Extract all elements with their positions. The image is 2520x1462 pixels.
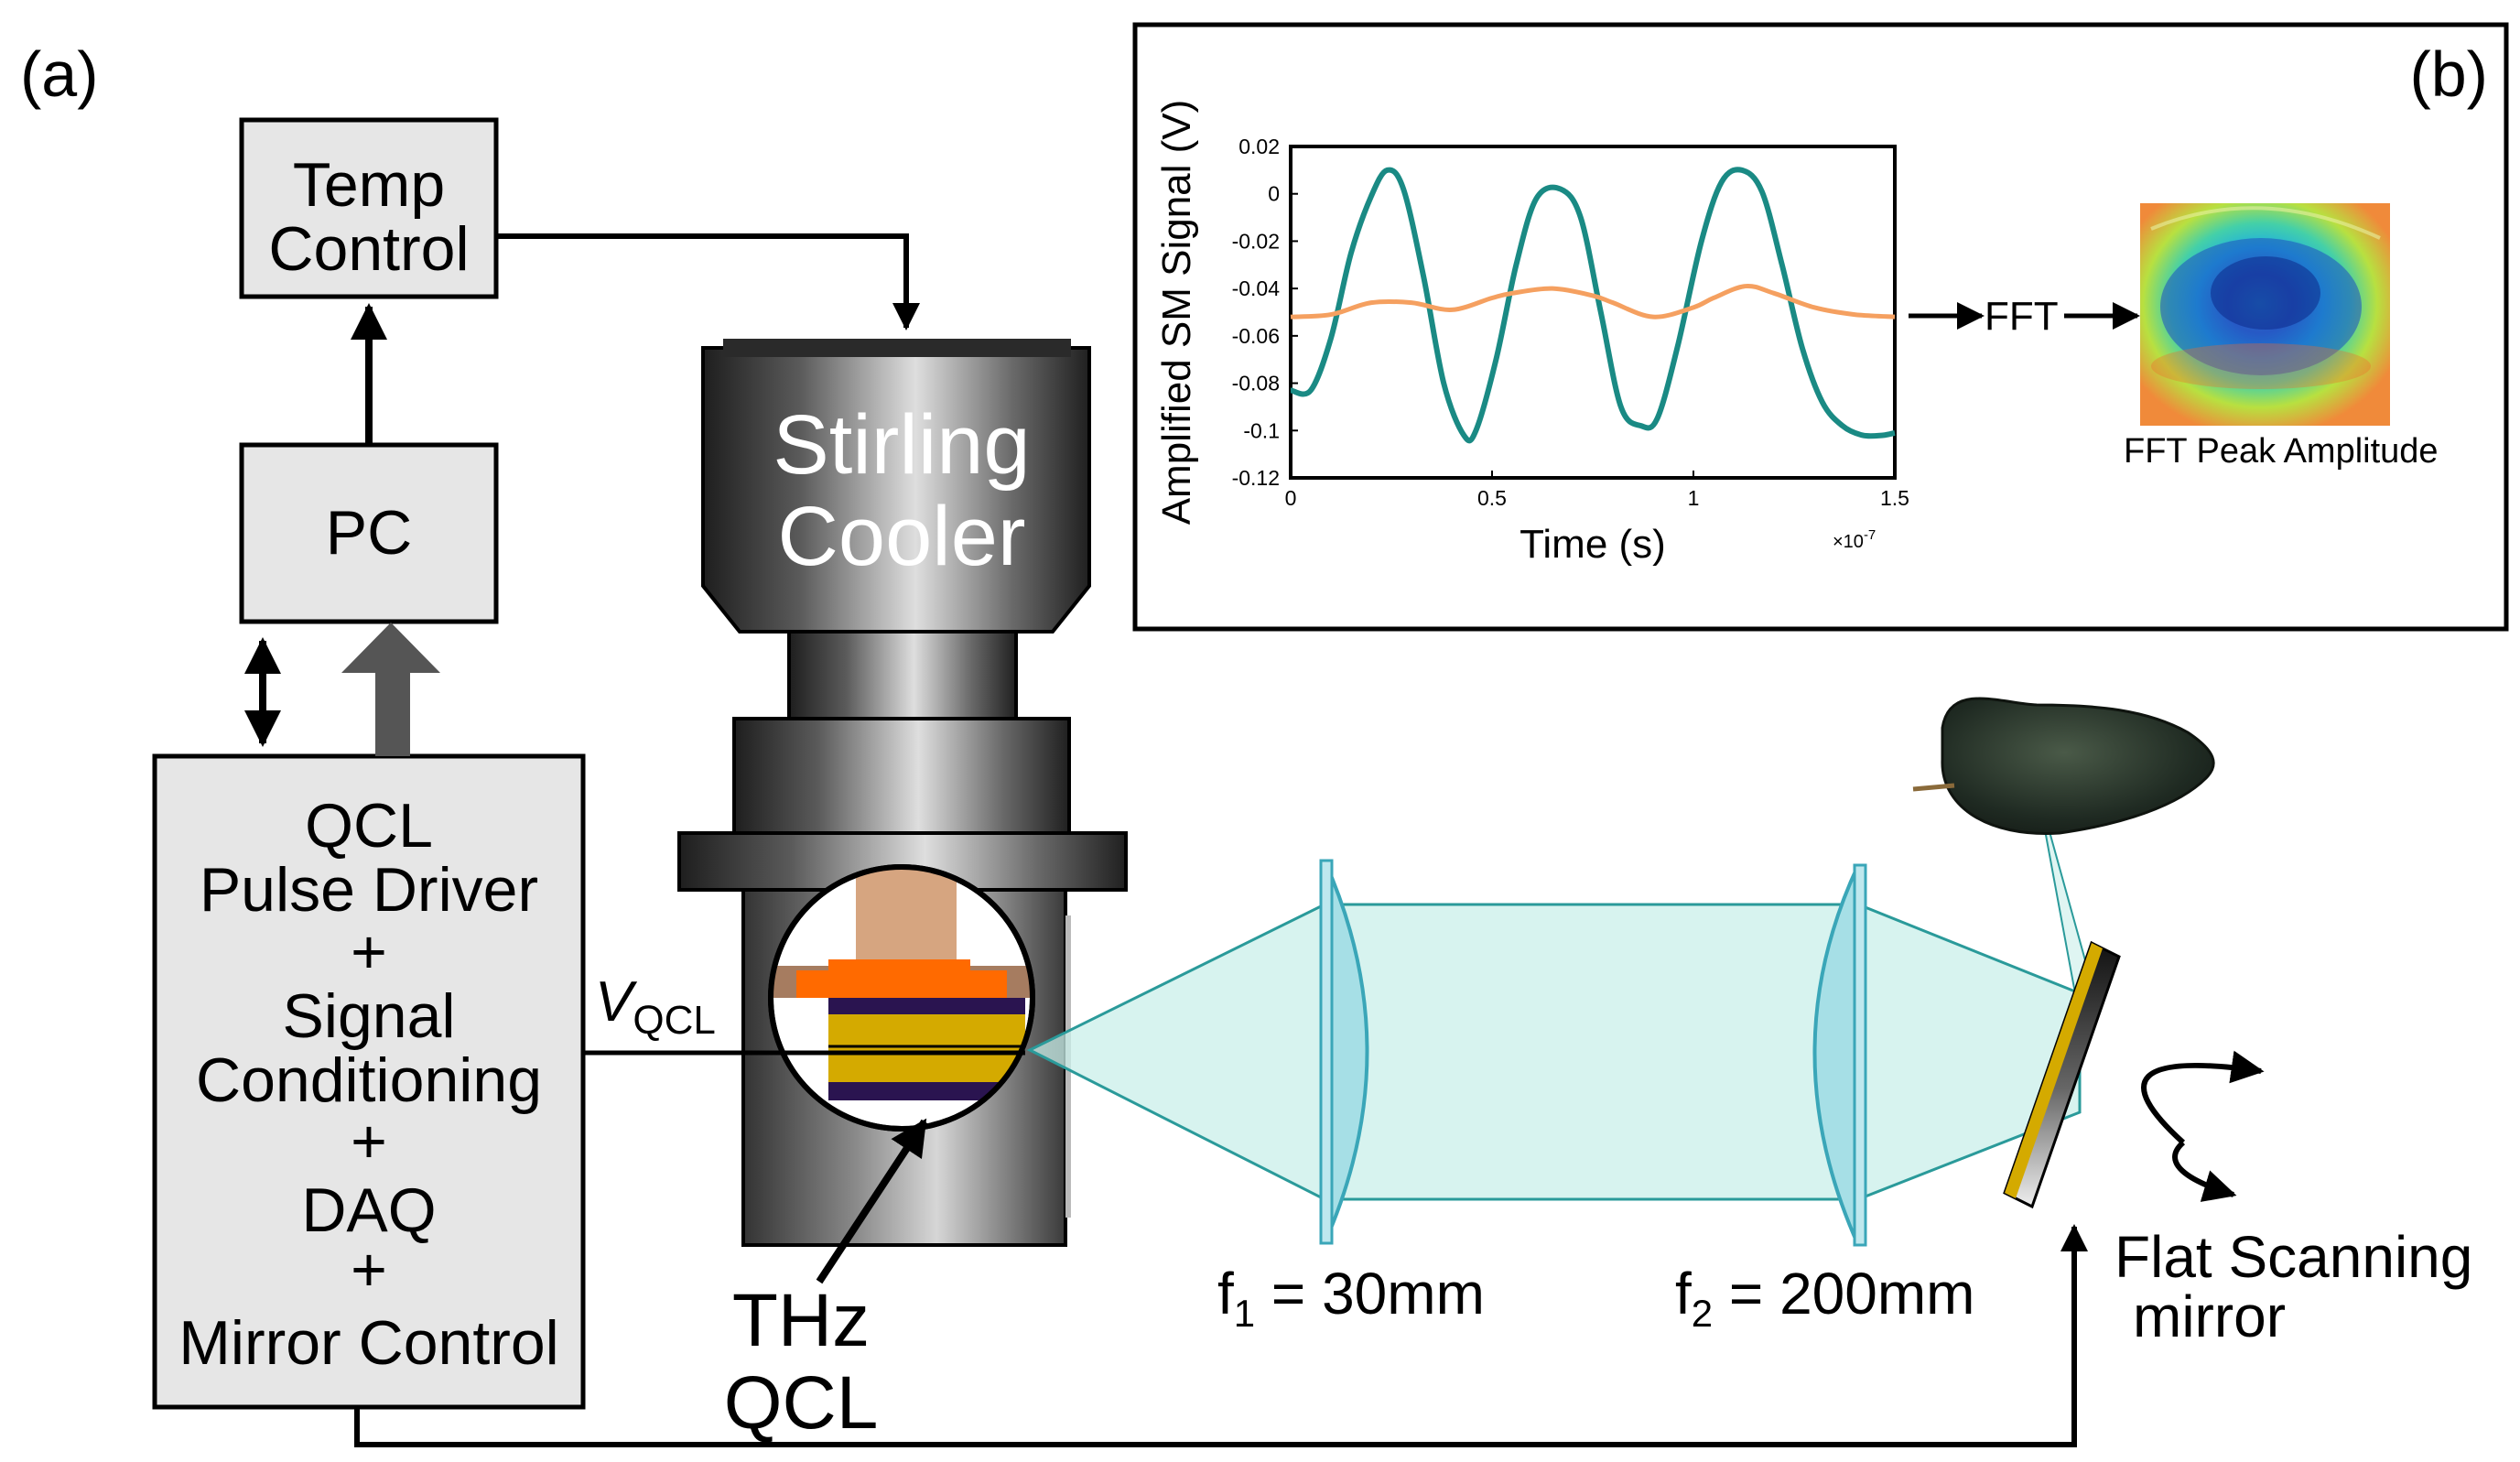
scanning-mirror bbox=[2003, 940, 2121, 1209]
x-axis-exponent: ×10-7 bbox=[1833, 527, 1876, 552]
x-tick-label: 0 bbox=[1285, 486, 1297, 510]
driver-line-9: Mirror Control bbox=[178, 1308, 559, 1378]
y-tick-label: -0.04 bbox=[1232, 276, 1281, 300]
pulse-driver-box: QCL Pulse Driver + Signal Conditioning +… bbox=[152, 753, 586, 1410]
driver-line-3: + bbox=[351, 917, 387, 987]
qcl-label-line1: THz bbox=[732, 1279, 870, 1362]
qcl-label-line2: QCL bbox=[724, 1361, 879, 1445]
temp-to-cooler-line bbox=[496, 233, 920, 330]
sm-signal-chart: 0 0.5 1 1.5 0.02 0 -0.02 -0.04 -0.06 -0.08 -0.1 -0.… bbox=[1154, 100, 1909, 567]
lens-f2-label: f2 = 200mm bbox=[1675, 1261, 1974, 1335]
qcl-pointer-arrow bbox=[816, 1118, 928, 1284]
thz-beam bbox=[1026, 785, 2096, 1201]
y-axis-label: Amplified SM Signal (V) bbox=[1154, 100, 1199, 525]
y-tick-label: -0.1 bbox=[1243, 418, 1280, 442]
driver-line-1: QCL bbox=[305, 791, 433, 861]
panel-b-label: (b) bbox=[2409, 38, 2488, 110]
mirror-label-line1: Flat Scanning bbox=[2114, 1224, 2472, 1290]
pc-box: PC bbox=[239, 442, 499, 624]
fft-image-caption: FFT Peak Amplitude bbox=[2124, 432, 2439, 471]
x-tick-label: 1.5 bbox=[1880, 486, 1909, 510]
y-tick-label: -0.08 bbox=[1232, 372, 1280, 395]
driver-line-2: Pulse Driver bbox=[200, 855, 538, 925]
driver-line-5: Conditioning bbox=[196, 1045, 542, 1115]
fft-label: FFT bbox=[1985, 294, 2059, 339]
y-tick-label: 0 bbox=[1268, 182, 1280, 206]
mirror-rotation-arrow-down bbox=[2172, 1140, 2237, 1202]
mirror-label-line2: mirror bbox=[2133, 1283, 2286, 1349]
lens-f1 bbox=[1319, 859, 1369, 1245]
series-line-1 bbox=[1290, 167, 1896, 444]
plot-area bbox=[1289, 145, 1897, 480]
fft-peak-amplitude-image bbox=[2140, 203, 2390, 426]
leaf-sample bbox=[1912, 697, 2215, 835]
y-tick-label: 0.02 bbox=[1238, 135, 1280, 158]
y-tick-label: -0.02 bbox=[1232, 229, 1280, 253]
cooler-label-line2: Cooler bbox=[777, 490, 1025, 583]
pc-label: PC bbox=[326, 498, 412, 568]
lens-f2 bbox=[1812, 863, 1867, 1247]
series-line-2 bbox=[1290, 283, 1896, 319]
driver-line-8: + bbox=[351, 1235, 387, 1305]
driver-line-4: Signal bbox=[282, 981, 455, 1051]
panel-a-label: (a) bbox=[20, 38, 99, 110]
driver-line-6: + bbox=[351, 1107, 387, 1176]
x-tick-label: 0.5 bbox=[1477, 486, 1507, 510]
mirror-rotation-arrow-up bbox=[2141, 1050, 2265, 1145]
x-axis-label: Time (s) bbox=[1520, 522, 1666, 567]
driver-line-7: DAQ bbox=[301, 1175, 436, 1245]
cooler-label-line1: Stirling bbox=[773, 398, 1030, 492]
temp-control-box: Temp Control bbox=[239, 117, 499, 299]
mirror-control-line bbox=[354, 1224, 2088, 1447]
qcl-detail-view bbox=[768, 864, 1035, 1284]
x-tick-label: 1 bbox=[1688, 486, 1700, 510]
lens-f1-label: f1 = 30mm bbox=[1217, 1261, 1485, 1335]
temp-control-line2: Control bbox=[268, 214, 469, 284]
data-transfer-arrow bbox=[341, 623, 440, 756]
y-tick-label: -0.12 bbox=[1232, 466, 1280, 490]
y-tick-label: -0.06 bbox=[1232, 324, 1280, 348]
panel-b: (b) 0 0.5 1 1.5 0.02 0 -0.02 -0.04 -0.06 -0.08 -0.… bbox=[1132, 22, 2509, 632]
temp-control-line1: Temp bbox=[293, 150, 445, 220]
vqcl-label: VQCL bbox=[595, 970, 716, 1043]
